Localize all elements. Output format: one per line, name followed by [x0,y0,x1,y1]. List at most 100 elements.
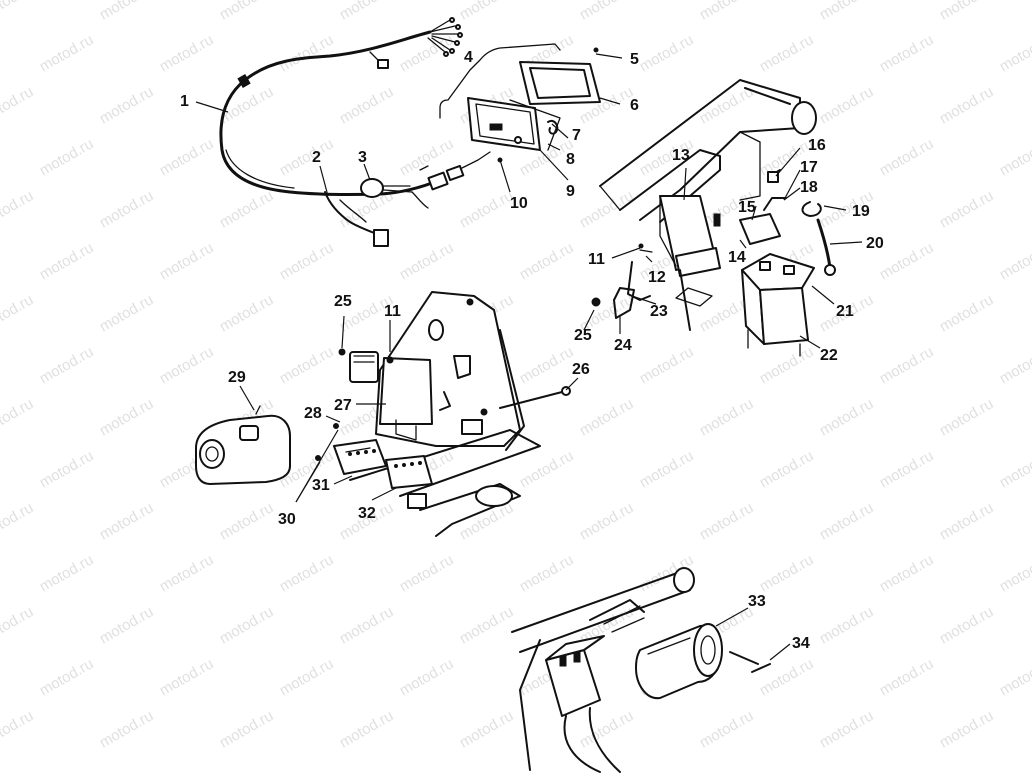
watermark-text: motod.ru [277,551,337,595]
callout-11-upper-right: 11 [588,251,605,268]
bolt-26 [499,386,571,409]
watermark-text: motod.ru [0,395,36,439]
callout-23: 23 [650,303,668,320]
terminal-block-32 [385,455,433,489]
watermark-text: motod.ru [157,655,217,699]
tail-light-assembly [439,43,601,163]
watermark-text: motod.ru [517,551,577,595]
lower-frame [511,567,695,771]
watermark-text: motod.ru [337,707,397,751]
callout-9: 9 [566,183,575,200]
watermark-text: motod.ru [157,239,217,283]
watermark-text: motod.ru [997,551,1032,595]
watermark-text: motod.ru [337,0,397,23]
watermark-text: motod.ru [877,655,937,699]
watermark-text: motod.ru [997,447,1032,491]
watermark-text: motod.ru [37,551,97,595]
terminal-block-31 [333,439,387,475]
watermark-text: motod.ru [37,135,97,179]
callout-1: 1 [180,93,189,110]
relay-module [739,213,781,245]
rear-frame-plate [349,291,541,537]
watermark-text: motod.ru [97,499,157,543]
callout-2: 2 [312,149,321,166]
callout-27: 27 [334,397,352,414]
watermark-text: motod.ru [157,343,217,387]
bolt-34 [729,651,771,673]
watermark-text: motod.ru [577,0,637,23]
watermark-text: motod.ru [577,499,637,543]
watermark-text: motod.ru [37,655,97,699]
watermark-text: motod.ru [517,447,577,491]
watermark-text: motod.ru [97,707,157,751]
watermark-text: motod.ru [757,655,817,699]
callout-11-center: 11 [384,303,401,320]
callout-20: 20 [866,235,884,252]
watermark-text: motod.ru [937,83,997,127]
watermark-text: motod.ru [157,31,217,75]
watermark-text: motod.ru [817,499,877,543]
watermark-text: motod.ru [877,551,937,595]
watermark-text: motod.ru [0,499,36,543]
callout-17: 17 [800,159,818,176]
watermark-text: motod.ru [97,187,157,231]
callout-7: 7 [572,127,581,144]
watermark-text: motod.ru [817,603,877,647]
callout-14: 14 [728,249,746,266]
callout-19: 19 [852,203,870,220]
watermark-text: motod.ru [877,239,937,283]
watermark-text: motod.ru [337,83,397,127]
leader-lines [195,53,863,661]
watermark-text: motod.ru [937,707,997,751]
watermark-text: motod.ru [0,187,36,231]
callout-26: 26 [572,361,590,378]
callout-28: 28 [304,405,322,422]
watermark-text: motod.ru [817,707,877,751]
callout-33: 33 [748,593,766,610]
callout-13: 13 [672,147,690,164]
watermark-text: motod.ru [97,395,157,439]
callout-31: 31 [312,477,330,494]
callout-16: 16 [808,137,826,154]
starter-solenoid [545,635,621,773]
callout-4: 4 [464,49,473,66]
callout-6: 6 [630,97,639,114]
harness-branch [324,165,429,247]
watermark-text: motod.ru [697,499,757,543]
watermark-text: motod.ru [817,395,877,439]
watermark-text: motod.ru [697,395,757,439]
callout-3: 3 [358,149,367,166]
watermark-text: motod.ru [877,135,937,179]
watermark-text: motod.ru [757,551,817,595]
starter-motor [635,623,723,700]
upper-frame [599,79,817,223]
watermark-text: motod.ru [0,707,36,751]
watermark-text: motod.ru [157,135,217,179]
battery [741,253,815,357]
callout-22: 22 [820,347,838,364]
watermark-text: motod.ru [337,603,397,647]
callout-29: 29 [228,369,246,386]
watermark-text: motod.ru [277,343,337,387]
battery-bracket [659,195,721,331]
watermark-text: motod.ru [0,291,36,335]
watermark-text: motod.ru [937,0,997,23]
watermark-text: motod.ru [277,655,337,699]
callout-8: 8 [566,151,575,168]
watermark-text: motod.ru [937,291,997,335]
cdi-module [338,348,394,383]
watermark-text: motod.ru [397,239,457,283]
watermark-text: motod.ru [217,0,277,23]
watermark-text: motod.ru [97,0,157,23]
callout-12: 12 [648,269,666,286]
watermark-text: motod.ru [997,135,1032,179]
watermark-text: motod.ru [0,0,36,23]
watermark-text: motod.ru [877,31,937,75]
watermark-text: motod.ru [937,603,997,647]
watermark-text: motod.ru [97,603,157,647]
callout-34: 34 [792,635,810,652]
watermark-text: motod.ru [997,343,1032,387]
coolant-reservoir [195,405,291,485]
watermark-text: motod.ru [277,239,337,283]
watermark-text: motod.ru [997,31,1032,75]
